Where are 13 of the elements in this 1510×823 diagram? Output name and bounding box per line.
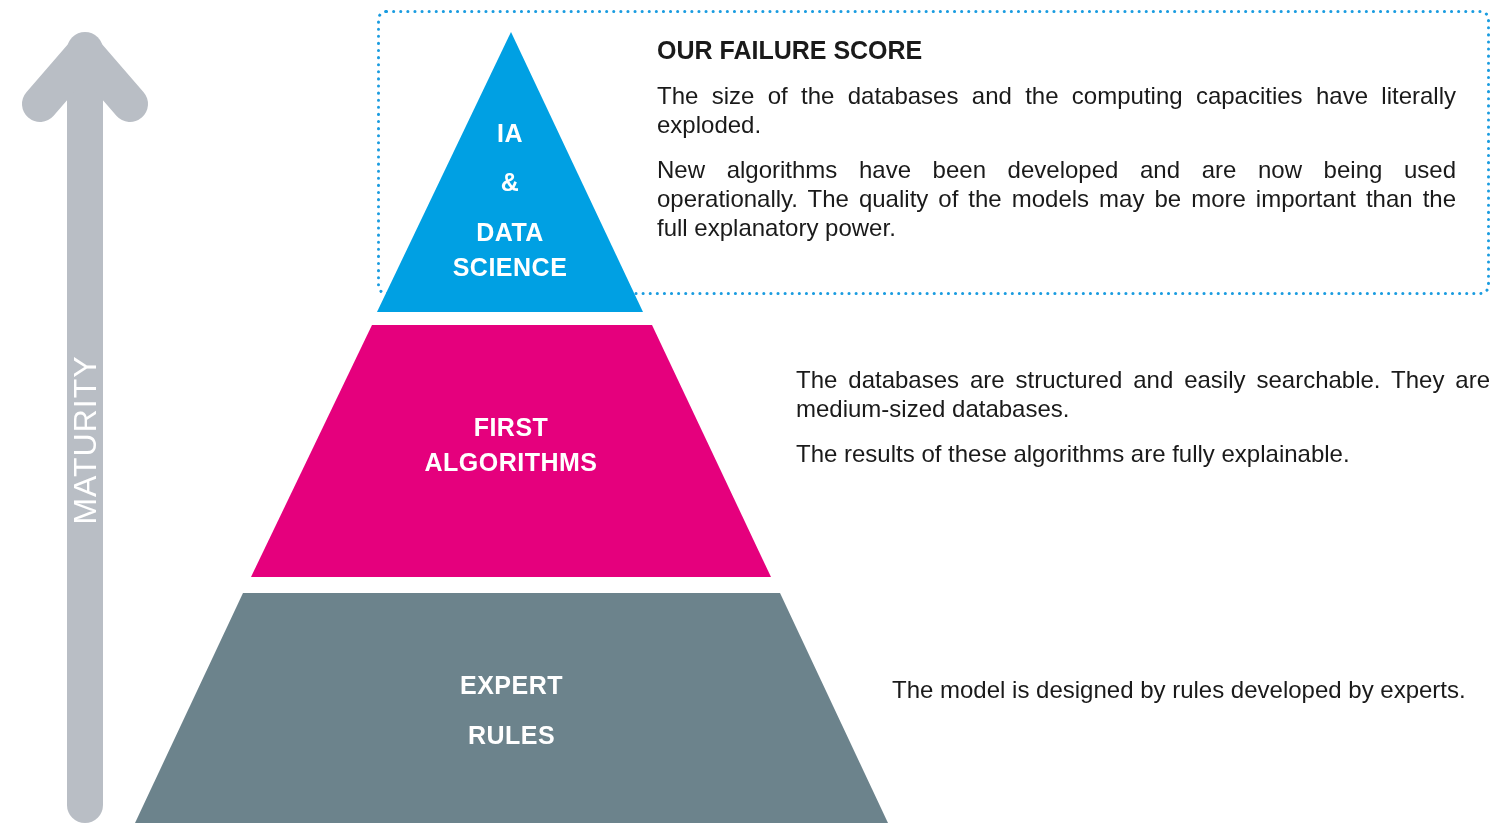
tier-label: DATA SCIENCE bbox=[451, 217, 569, 283]
description-text: The results of these algorithms are fully explainable. bbox=[796, 439, 1351, 468]
axis-label: MATURITY bbox=[66, 355, 104, 525]
tier-label: & bbox=[499, 166, 521, 198]
section-heading: OUR FAILURE SCORE bbox=[657, 36, 924, 65]
tier-label: FIRST ALGORITHMS bbox=[423, 412, 599, 478]
description-text: The databases are structured and easily searchable. They are medium-sized databases. bbox=[796, 365, 1490, 423]
tier-label: RULES bbox=[466, 719, 557, 751]
tier-label: EXPERT bbox=[459, 669, 564, 701]
tier-label: IA bbox=[496, 117, 524, 149]
description-text: The size of the databases and the computing capacities have literally exploded. bbox=[657, 81, 1456, 139]
description-text: New algorithms have been developed and are now being used operationally. The quality of the models may be more important than the full explanatory power. bbox=[657, 155, 1456, 242]
description-text: The model is designed by rules developed by experts. bbox=[892, 675, 1467, 704]
